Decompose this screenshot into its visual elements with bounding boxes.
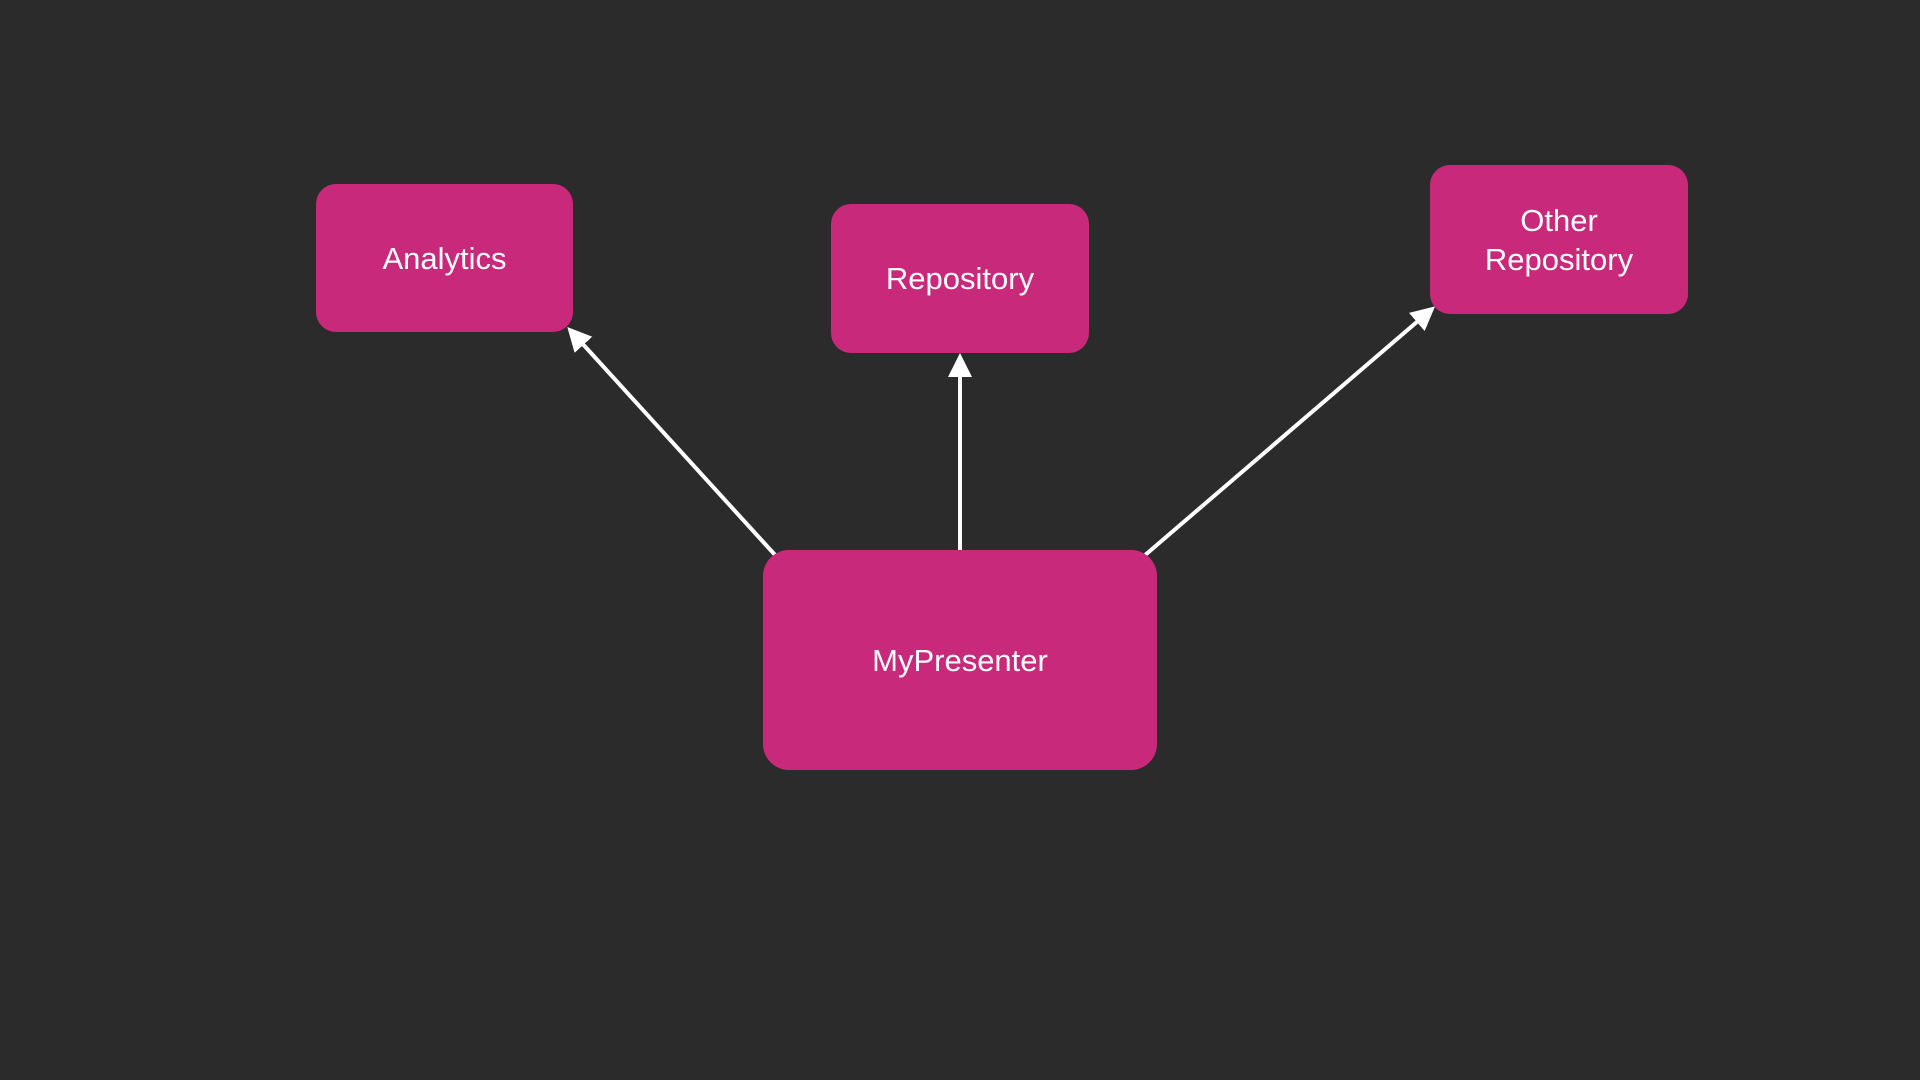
other-repository-label: Other Repository <box>1484 202 1634 277</box>
repository-node: Repository <box>831 204 1089 353</box>
repository-label: Repository <box>885 261 1035 296</box>
presenter-label: MyPresenter <box>872 642 1048 678</box>
other-repository-node: Other Repository <box>1430 165 1688 314</box>
arrow-presenter-to-analytics <box>567 327 778 558</box>
analytics-label: Analytics <box>382 240 507 276</box>
presenter-node: MyPresenter <box>763 550 1157 770</box>
analytics-node: Analytics <box>316 184 573 332</box>
arrow-presenter-to-other-repository <box>1142 306 1436 558</box>
